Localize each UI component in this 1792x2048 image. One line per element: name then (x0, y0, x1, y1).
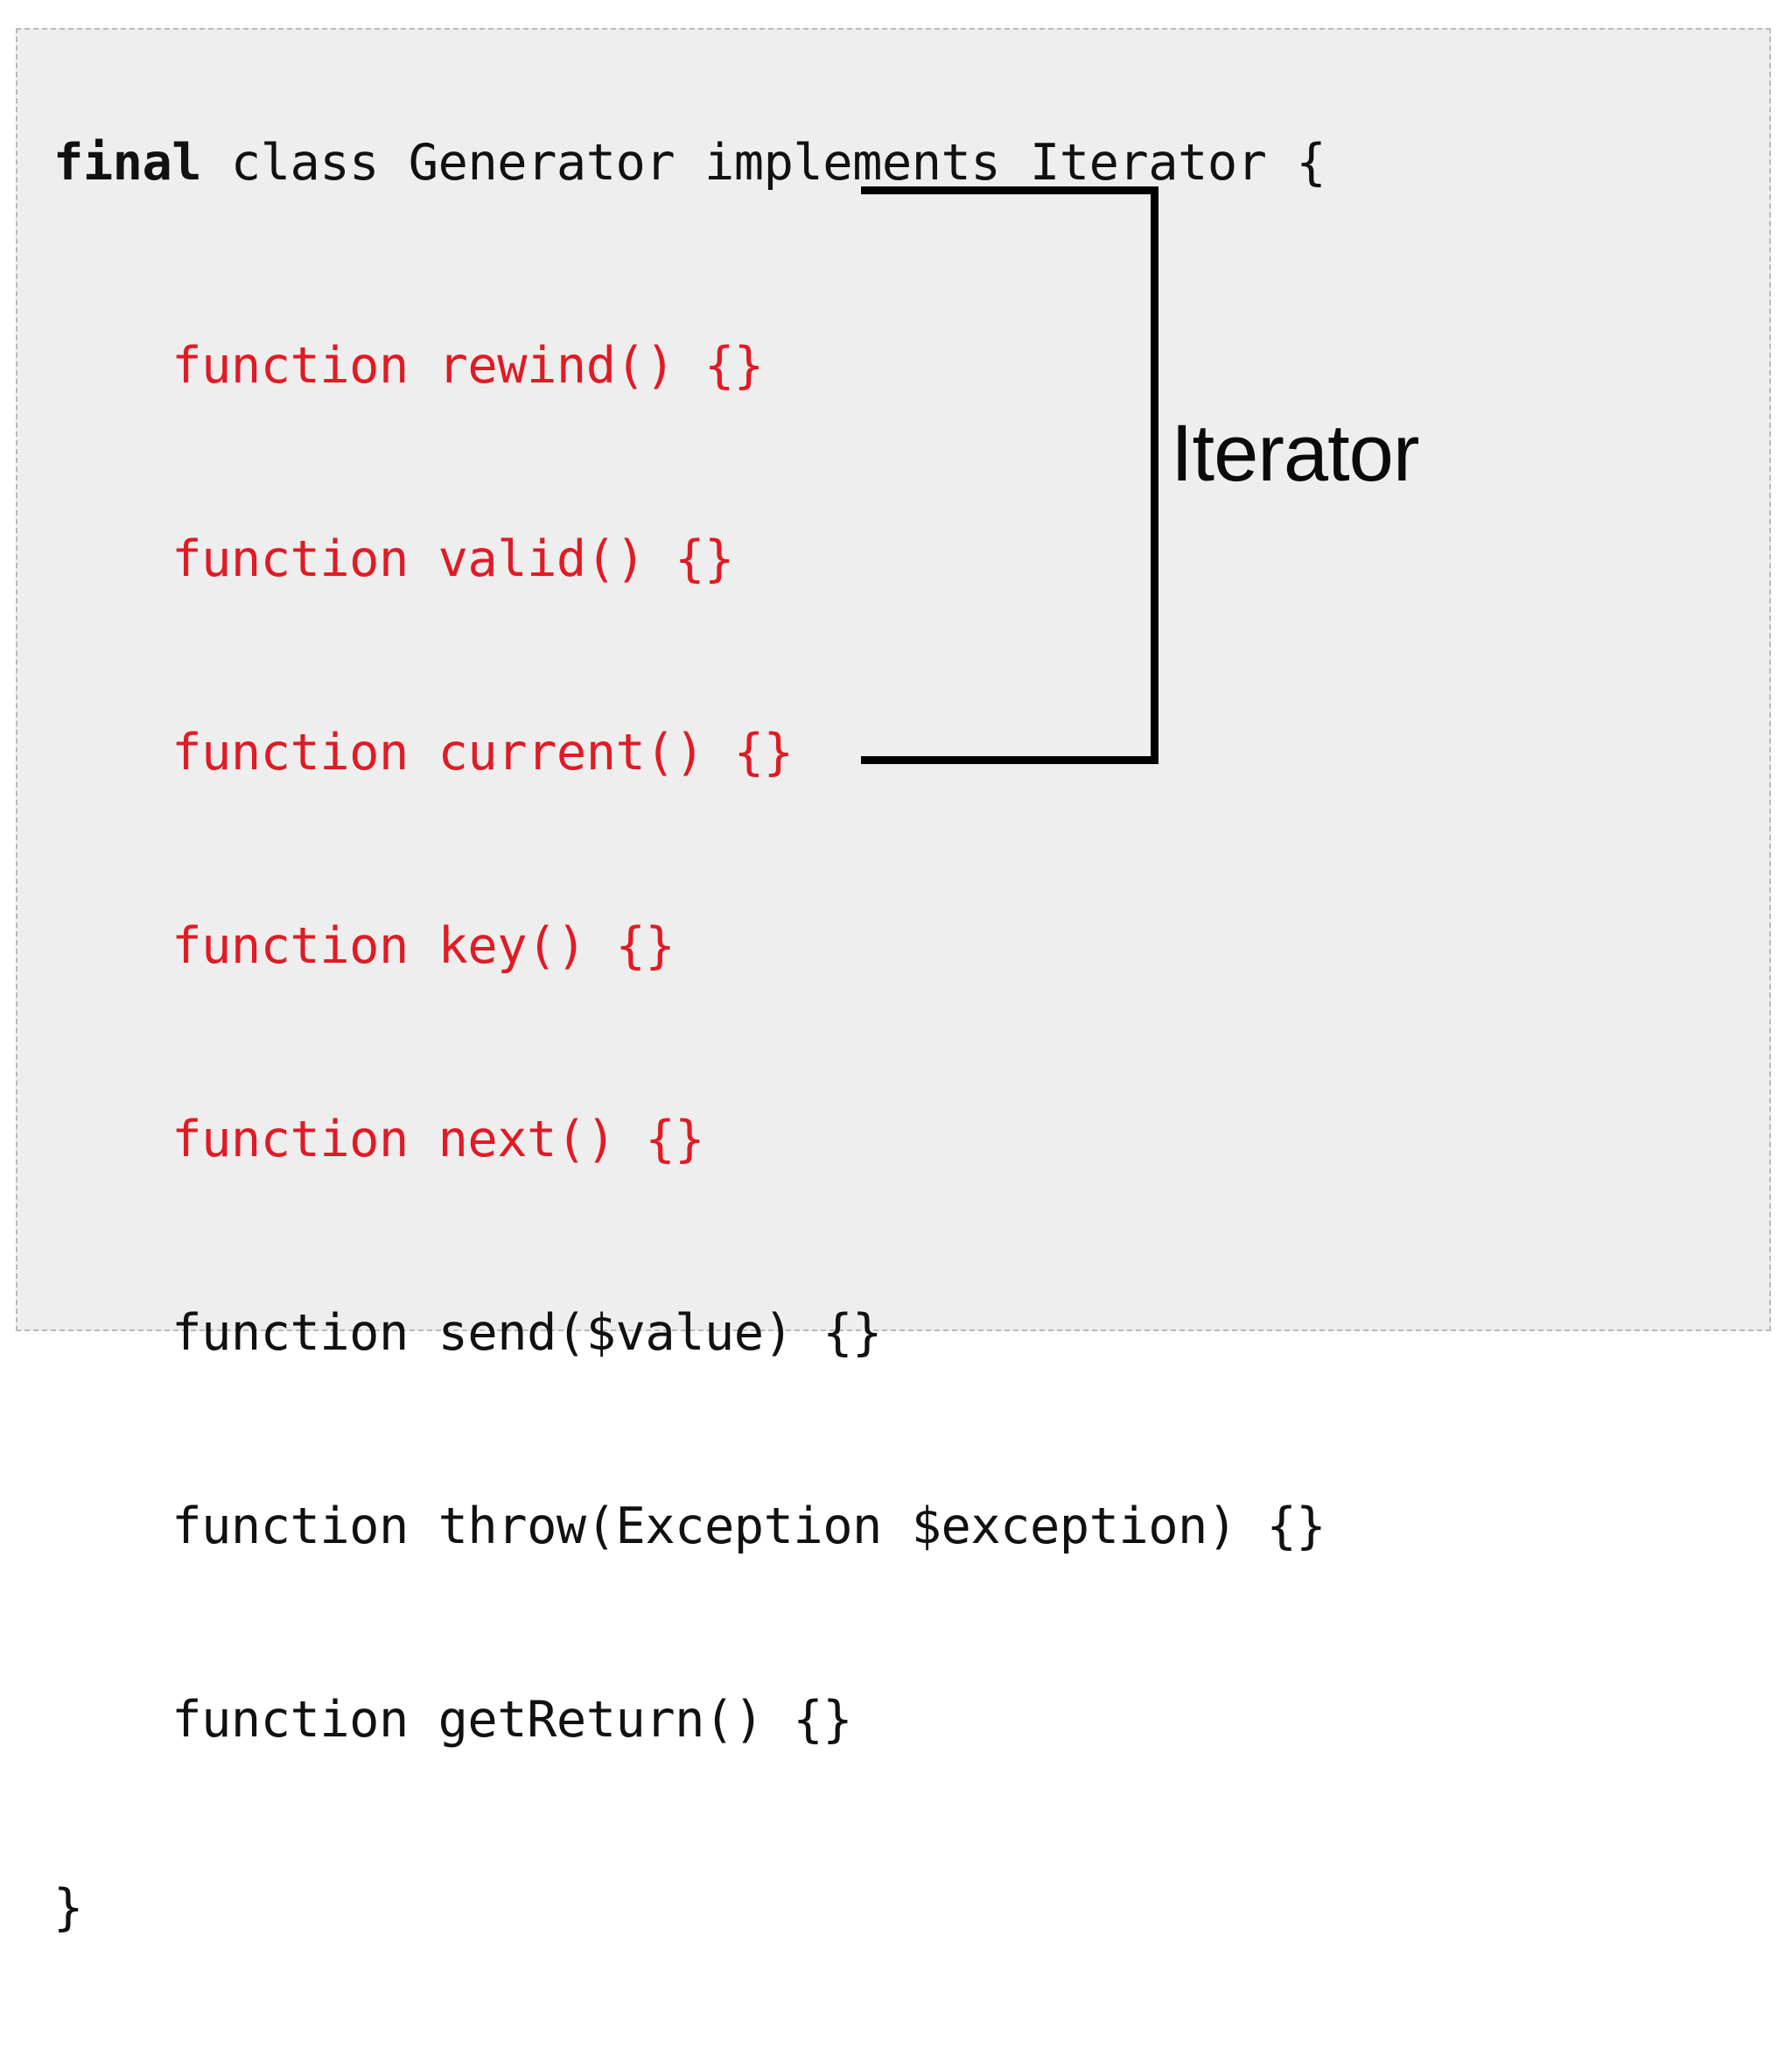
iterator-annotation-label: Iterator (1171, 409, 1419, 498)
code-line-method-next: function next() {} (53, 1111, 704, 1168)
code-line-method-key: function key() {} (53, 917, 676, 975)
code-block: final class Generator implements Iterato… (53, 39, 1326, 2044)
slide-canvas: final class Generator implements Iterato… (16, 28, 1771, 1933)
code-line-method-current: function current() {} (53, 724, 794, 782)
code-line-method-rewind: function rewind() {} (53, 337, 764, 395)
code-line-method-getreturn: function getReturn() {} (53, 1691, 853, 1749)
class-decl-rest: class Generator implements Iterator { (201, 134, 1326, 192)
code-line-method-valid: function valid() {} (53, 530, 734, 588)
code-line-class-close: } (53, 1879, 83, 1937)
code-line-method-send: function send($value) {} (53, 1304, 882, 1362)
code-line-method-throw: function throw(Exception $exception) {} (53, 1497, 1326, 1555)
keyword-final: final (53, 134, 202, 192)
code-line-class-decl: final class Generator implements Iterato… (53, 138, 1326, 242)
